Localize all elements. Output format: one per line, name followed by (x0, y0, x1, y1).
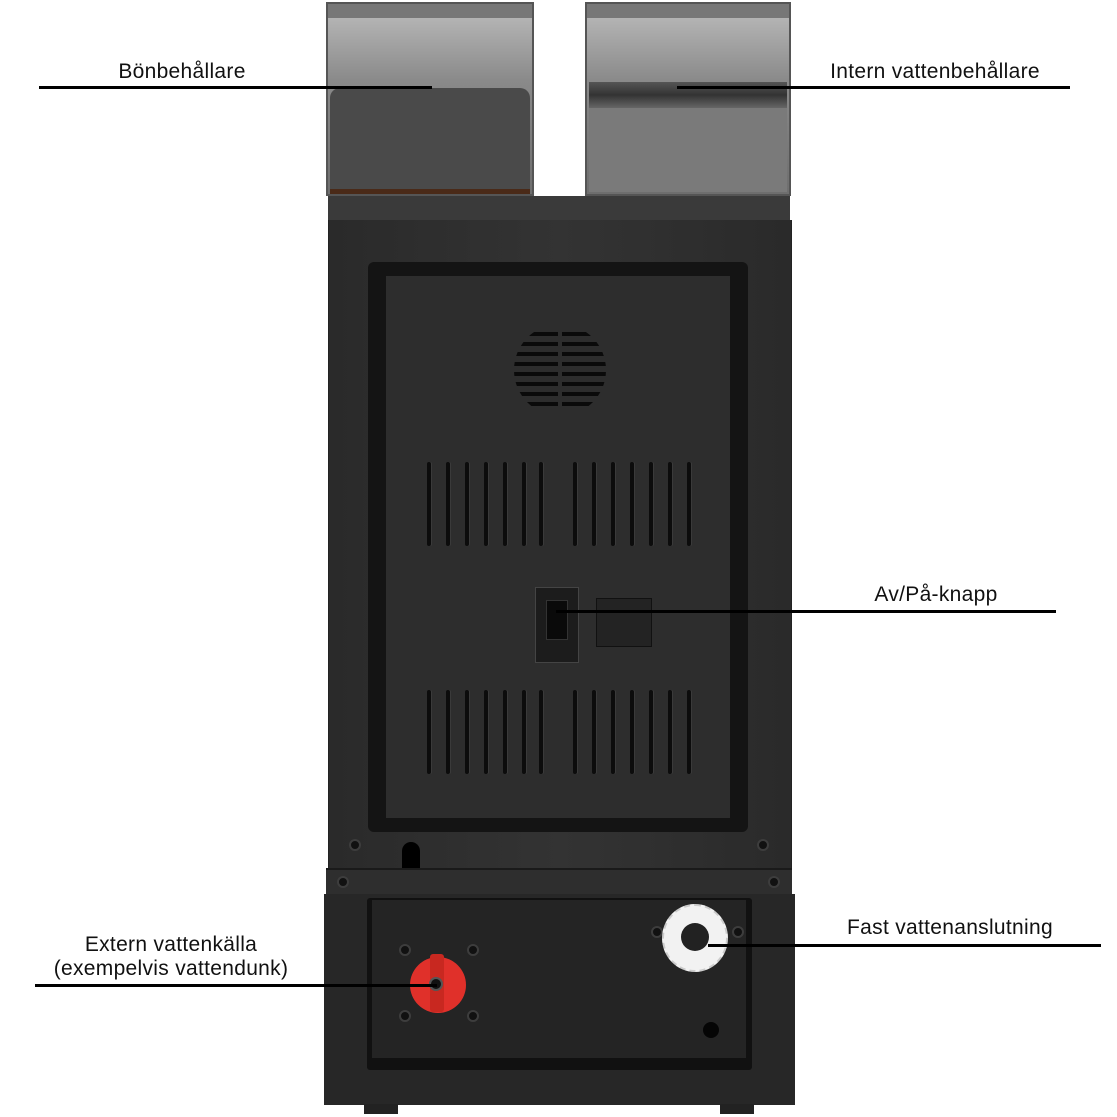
top-band (328, 196, 790, 222)
external-water-label-line1: Extern vattenkälla (84, 933, 258, 956)
screw (349, 839, 361, 851)
base-band (326, 868, 792, 897)
speaker-grille (514, 324, 606, 416)
water-tank-leader-line (677, 86, 1070, 89)
hopper-lid (328, 4, 532, 18)
foot-left (364, 1104, 398, 1114)
water-tank-label: Intern vattenbehållare (830, 60, 1040, 83)
screw (337, 876, 349, 888)
water (589, 108, 787, 192)
power-switch-label: Av/På-knapp (874, 583, 998, 606)
screw (399, 944, 411, 956)
cable-slot (402, 842, 420, 870)
tank-lid (587, 4, 789, 18)
power-switch-leader-line (556, 610, 1056, 613)
screw (768, 876, 780, 888)
screw (467, 1010, 479, 1022)
screw (732, 926, 744, 938)
fixed-water-label: Fast vattenanslutning (847, 916, 1053, 939)
power-switch-housing (535, 587, 579, 663)
vent-lower (0, 690, 1117, 774)
beans-bottom (330, 189, 530, 194)
fixed-water-leader-line (708, 944, 1101, 947)
external-water-leader-line (35, 984, 437, 987)
drain-hole (703, 1022, 719, 1038)
foot-right (720, 1104, 754, 1114)
screw (467, 944, 479, 956)
connector-hole (681, 923, 709, 951)
coffee-beans (330, 88, 530, 192)
bean-hopper-leader-line (39, 86, 432, 89)
power-socket (596, 598, 652, 647)
power-switch[interactable] (546, 600, 568, 640)
bean-hopper (326, 2, 534, 196)
screw (399, 1010, 411, 1022)
vent-upper (0, 462, 1117, 546)
external-water-label-line2: (exempelvis vattendunk) (53, 957, 289, 980)
bean-hopper-label: Bönbehållare (118, 60, 246, 83)
screw (757, 839, 769, 851)
water-tank (585, 2, 791, 196)
